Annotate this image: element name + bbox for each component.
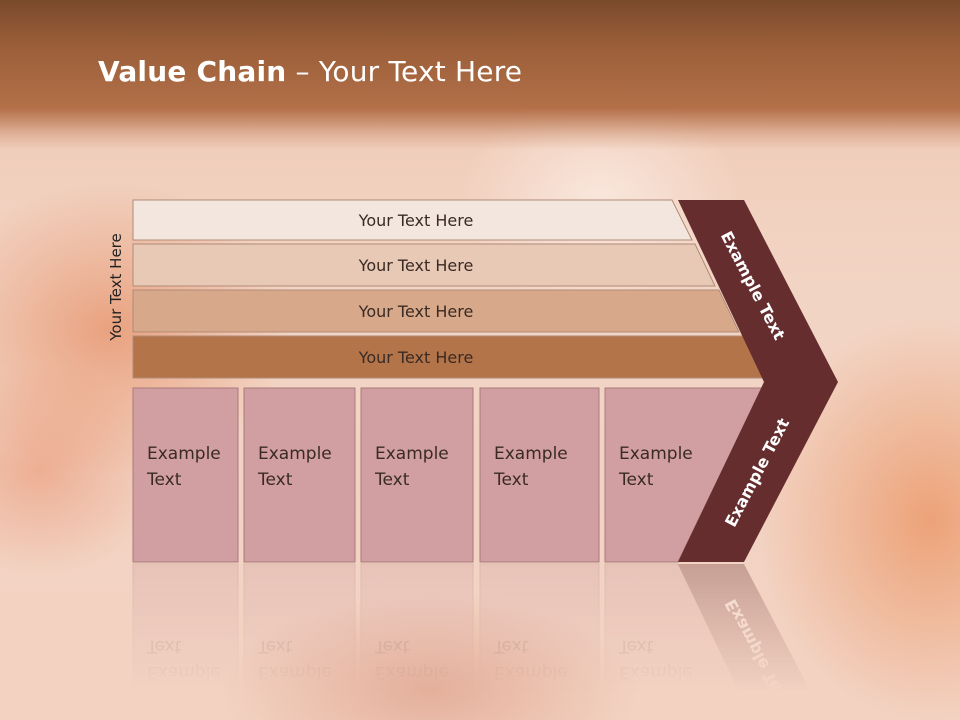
activity-cell-4 — [479, 387, 600, 563]
reflection-cell-line2-1: Text — [146, 636, 182, 656]
title-rest: – Your Text Here — [286, 55, 523, 88]
activity-cell-line1-3: Example — [375, 444, 449, 464]
reflection-cell-2 — [243, 563, 356, 720]
bar-label-1: Your Text Here — [358, 211, 474, 230]
bar-label-3: Your Text Here — [358, 302, 474, 321]
activity-cell-3 — [360, 387, 474, 563]
bar-1 — [132, 199, 693, 241]
bar-2 — [132, 243, 716, 287]
activity-cell-line1-1: Example — [147, 444, 221, 464]
chevron-bottom — [678, 382, 838, 562]
activity-cell-line2-2: Text — [257, 470, 293, 490]
reflection-cell-3 — [360, 563, 474, 720]
activity-cell-line1-5: Example — [619, 444, 693, 464]
activity-cell-line2-4: Text — [493, 470, 529, 490]
title-band — [0, 0, 960, 150]
page-title: Value Chain – Your Text Here — [98, 55, 522, 88]
reflection-cell-line1-2: Example — [258, 662, 332, 682]
reflection-cell-line2-4: Text — [493, 636, 529, 656]
reflection-cell-5 — [604, 563, 754, 720]
activity-cell-line2-1: Text — [146, 470, 182, 490]
title-bold: Value Chain — [98, 55, 287, 88]
reflection-cell-line1-3: Example — [375, 662, 449, 682]
bar-label-2: Your Text Here — [358, 256, 474, 275]
bar-label-4: Your Text Here — [358, 348, 474, 367]
activity-cell-line1-2: Example — [258, 444, 332, 464]
activity-cell-line2-3: Text — [374, 470, 410, 490]
bar-3 — [132, 289, 740, 333]
activity-cell-2 — [243, 387, 356, 563]
activity-cell-line1-4: Example — [494, 444, 568, 464]
reflection-cell-line2-5: Text — [618, 636, 654, 656]
reflection-chevron — [678, 564, 826, 720]
reflection-cell-line1-1: Example — [147, 662, 221, 682]
activity-cell-line2-5: Text — [618, 470, 654, 490]
reflection-cell-line2-3: Text — [374, 636, 410, 656]
reflection-cell-1 — [132, 563, 239, 720]
reflection-cell-line1-4: Example — [494, 662, 568, 682]
reflection-cell-line1-5: Example — [619, 662, 693, 682]
chevron-top — [678, 200, 838, 382]
activity-cell-1 — [132, 387, 239, 563]
reflection-cell-4 — [479, 563, 600, 720]
reflection-cell-line2-2: Text — [257, 636, 293, 656]
